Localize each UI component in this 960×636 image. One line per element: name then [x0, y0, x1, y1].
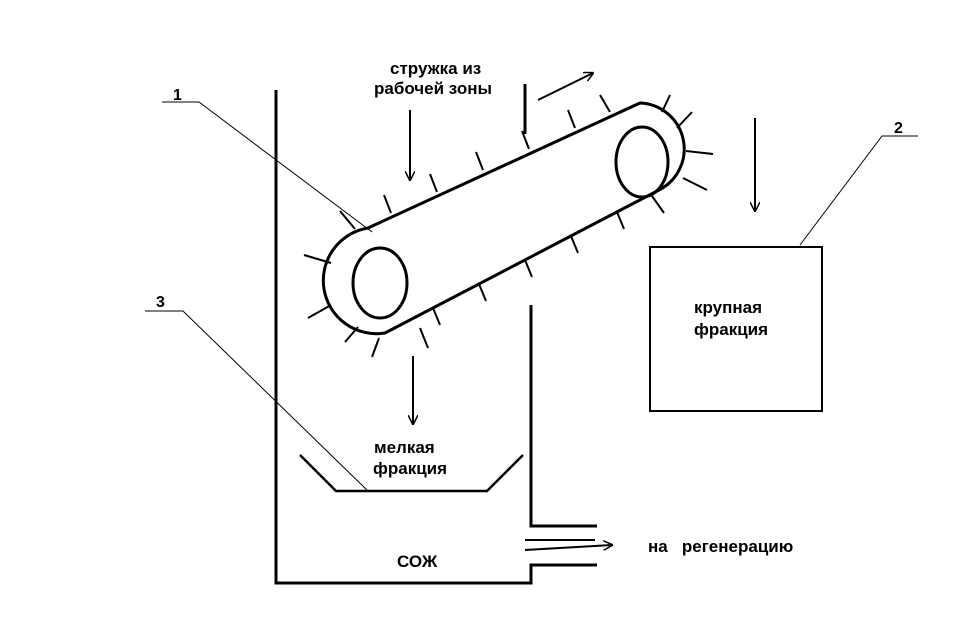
coolant-label: СОЖ: [397, 552, 438, 571]
chips-label-line2: рабочей зоны: [374, 79, 492, 98]
callout-2: 2: [894, 120, 903, 137]
belt-direction-arrow: [537, 73, 593, 101]
callout-1: 1: [173, 87, 182, 104]
coarse-label-line1: крупная: [694, 298, 762, 317]
conveyor: [303, 94, 714, 358]
coarse-fraction-box: [649, 246, 823, 412]
callout-3: 3: [156, 294, 165, 311]
conveyor-bristles: [303, 94, 714, 358]
fine-fraction-tray: [299, 454, 524, 493]
fine-label-line1: мелкая: [374, 438, 435, 457]
tank-wall: [274, 90, 597, 585]
coarse-label-line2: фракция: [694, 320, 768, 339]
fine-label-line2: фракция: [373, 459, 447, 478]
leader-2: [799, 135, 918, 246]
tank-partition: [529, 305, 597, 528]
conveyor-belt: [321, 101, 686, 336]
leader-1: [162, 101, 373, 233]
drum-left: [351, 246, 409, 320]
regeneration-label: на регенерацию: [648, 537, 793, 556]
chips-label-line1: стружка из: [390, 59, 481, 78]
drum-right: [614, 125, 670, 199]
leader-3: [145, 310, 369, 492]
outlet-arrow: [524, 545, 612, 551]
